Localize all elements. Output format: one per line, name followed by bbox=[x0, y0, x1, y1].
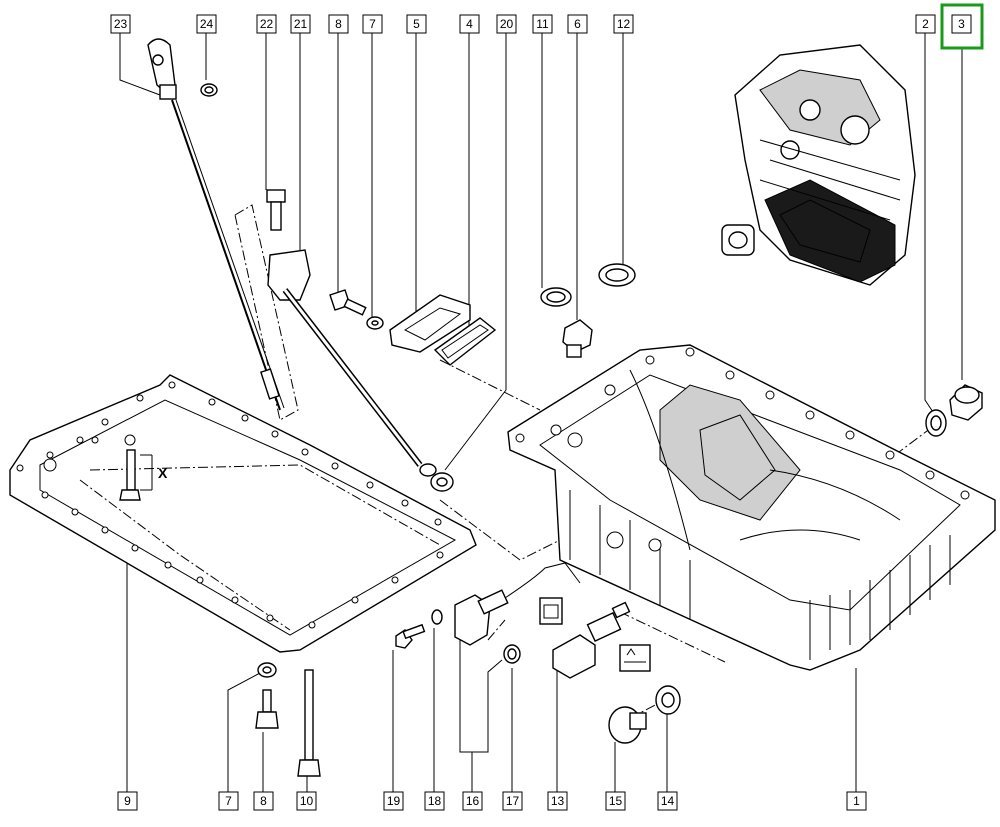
callout-8-top[interactable]: 8 bbox=[328, 14, 349, 34]
callout-3-highlighted[interactable]: 3 bbox=[940, 3, 984, 50]
callout-9[interactable]: 9 bbox=[117, 791, 138, 811]
svg-text:24: 24 bbox=[200, 17, 214, 31]
dimension-label-x: X bbox=[158, 465, 168, 481]
drain-plug-upper bbox=[562, 319, 593, 358]
dipstick-guide-tube bbox=[266, 189, 437, 477]
svg-text:5: 5 bbox=[413, 17, 420, 31]
drain-plug-seal bbox=[925, 409, 947, 437]
washer-lower bbox=[257, 662, 277, 678]
svg-text:20: 20 bbox=[500, 17, 514, 31]
callout-1[interactable]: 1 bbox=[846, 791, 867, 811]
leader-lines bbox=[119, 33, 963, 792]
callout-15[interactable]: 15 bbox=[605, 791, 626, 811]
svg-text:17: 17 bbox=[506, 794, 520, 808]
drain-plug bbox=[949, 384, 983, 421]
sensor-bolt bbox=[395, 623, 426, 649]
svg-text:10: 10 bbox=[300, 794, 314, 808]
callout-16[interactable]: 16 bbox=[462, 791, 483, 811]
cover-plate bbox=[389, 294, 497, 366]
svg-text:22: 22 bbox=[260, 17, 274, 31]
callout-18[interactable]: 18 bbox=[424, 791, 445, 811]
highlight-frame bbox=[940, 3, 984, 50]
svg-text:16: 16 bbox=[466, 794, 480, 808]
stud-x: X bbox=[119, 449, 168, 501]
callout-5[interactable]: 5 bbox=[406, 14, 427, 34]
bolt-lower bbox=[255, 689, 279, 729]
svg-text:2: 2 bbox=[922, 17, 929, 31]
callout-4[interactable]: 4 bbox=[459, 14, 480, 34]
callout-22[interactable]: 22 bbox=[256, 14, 277, 34]
callout-23[interactable]: 23 bbox=[110, 14, 131, 34]
sensor-seal bbox=[503, 644, 521, 664]
sensor-washer bbox=[431, 609, 443, 625]
svg-text:8: 8 bbox=[260, 794, 267, 808]
oil-pan bbox=[507, 344, 996, 671]
drain-plug-lower bbox=[608, 706, 647, 744]
dipstick bbox=[147, 38, 285, 411]
callout-7-top[interactable]: 7 bbox=[362, 14, 383, 34]
svg-text:6: 6 bbox=[574, 17, 581, 31]
dipstick-seal bbox=[200, 83, 218, 97]
svg-text:4: 4 bbox=[466, 17, 473, 31]
dipstick-tube-seal bbox=[430, 472, 454, 492]
callout-17[interactable]: 17 bbox=[502, 791, 523, 811]
svg-text:3: 3 bbox=[958, 17, 965, 31]
o-ring-seal-large bbox=[598, 263, 636, 287]
callout-6[interactable]: 6 bbox=[567, 14, 588, 34]
callout-2[interactable]: 2 bbox=[915, 14, 936, 34]
svg-text:9: 9 bbox=[124, 794, 131, 808]
oil-pan-ribs bbox=[569, 490, 951, 660]
svg-text:12: 12 bbox=[617, 17, 631, 31]
svg-text:14: 14 bbox=[661, 794, 675, 808]
svg-text:1: 1 bbox=[853, 794, 860, 808]
oil-level-sensor bbox=[454, 562, 581, 646]
bolt-cover-plate bbox=[329, 289, 384, 330]
engine-inset bbox=[721, 44, 916, 286]
svg-text:7: 7 bbox=[369, 17, 376, 31]
long-stud bbox=[297, 669, 321, 777]
oil-pan-bolt-holes bbox=[515, 347, 970, 552]
svg-text:21: 21 bbox=[294, 17, 308, 31]
callout-14[interactable]: 14 bbox=[657, 791, 678, 811]
oil-temperature-sensor bbox=[552, 601, 651, 679]
callout-24[interactable]: 24 bbox=[196, 14, 217, 34]
callout-20[interactable]: 20 bbox=[496, 14, 517, 34]
callout-11[interactable]: 11 bbox=[532, 14, 553, 34]
svg-text:8: 8 bbox=[335, 17, 342, 31]
o-ring-seal bbox=[540, 287, 572, 307]
callout-8-bottom[interactable]: 8 bbox=[253, 791, 274, 811]
oil-pan-gasket bbox=[9, 374, 477, 653]
svg-text:11: 11 bbox=[536, 17, 549, 31]
svg-text:23: 23 bbox=[114, 17, 128, 31]
svg-text:18: 18 bbox=[428, 794, 442, 808]
svg-text:13: 13 bbox=[551, 794, 565, 808]
drain-plug-lower-seal bbox=[655, 685, 681, 715]
gasket-holes bbox=[16, 381, 444, 629]
callout-13[interactable]: 13 bbox=[547, 791, 568, 811]
callout-10[interactable]: 10 bbox=[296, 791, 317, 811]
svg-text:19: 19 bbox=[387, 794, 401, 808]
callout-12[interactable]: 12 bbox=[613, 14, 634, 34]
callout-7-bottom[interactable]: 7 bbox=[218, 791, 239, 811]
svg-text:15: 15 bbox=[609, 794, 623, 808]
callout-19[interactable]: 19 bbox=[383, 791, 404, 811]
callout-21[interactable]: 21 bbox=[290, 14, 311, 34]
svg-text:7: 7 bbox=[225, 794, 232, 808]
